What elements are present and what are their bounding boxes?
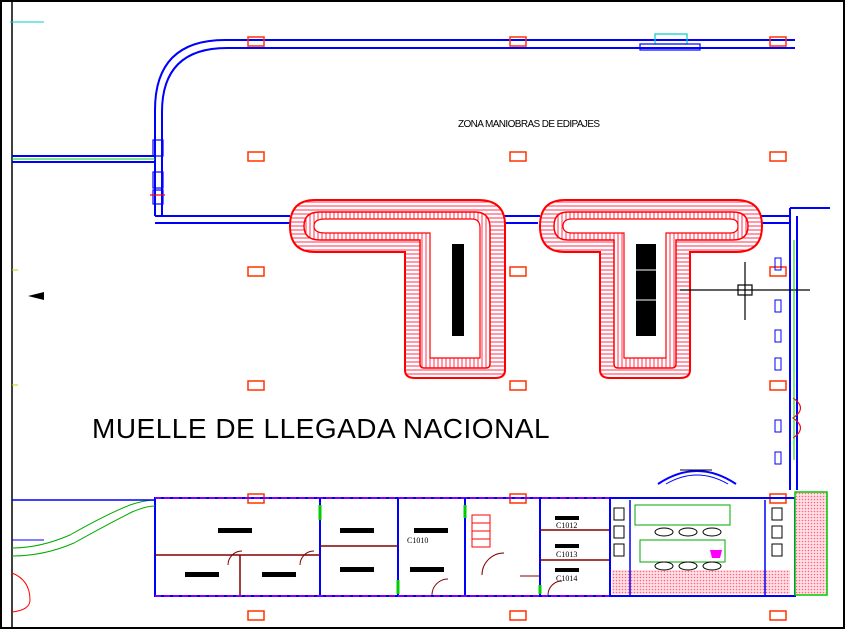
- baggage-carousel-1: [288, 199, 506, 379]
- arch-booth: [657, 470, 737, 485]
- room-label: C1012: [556, 521, 578, 530]
- north-arrow-icon: [28, 292, 44, 300]
- perimeter-wall: [12, 39, 830, 490]
- zone-label: ZONA MANIOBRAS DE EDIPAJES: [458, 119, 600, 130]
- room-label: C1014: [556, 574, 578, 583]
- baggage-carousel-2: [538, 199, 764, 379]
- ramp-area: [794, 491, 828, 596]
- office-block: [154, 497, 611, 597]
- restroom-block: [609, 497, 796, 597]
- room-label: C1010: [407, 536, 429, 545]
- structural-columns: [247, 36, 787, 621]
- section-marker: [680, 262, 810, 320]
- area-title: MUELLE DE LLEGADA NACIONAL: [92, 413, 551, 444]
- access-corridor: [11, 499, 156, 557]
- room-label: C1013: [556, 550, 578, 559]
